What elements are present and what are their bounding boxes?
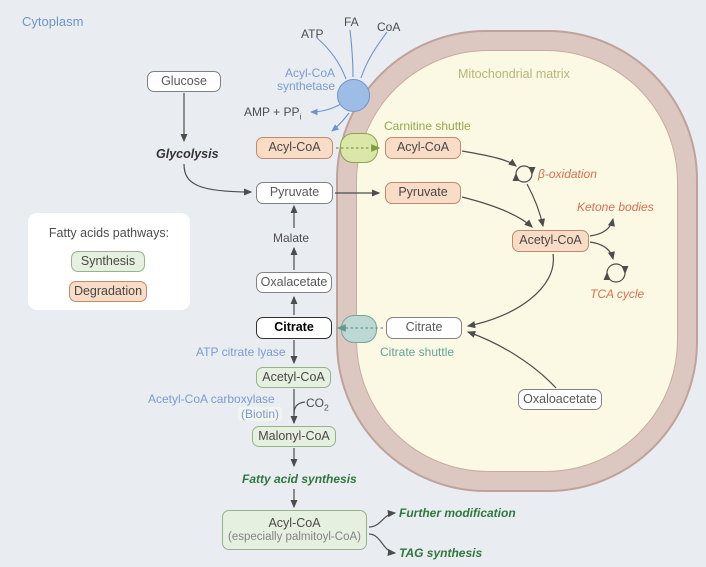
- glycolysis-label: Glycolysis: [156, 147, 219, 161]
- acyl-coa-matrix-node: Acyl-CoA: [385, 137, 461, 159]
- arrow-atp-synthetase: [316, 37, 347, 80]
- acyl-coa-product-node: Acyl-CoA (especially palmitoyl-CoA): [222, 510, 367, 550]
- cytoplasm-label: Cytoplasm: [22, 14, 84, 29]
- acyl-coa-cytoplasm-node: Acyl-CoA: [256, 137, 333, 159]
- legend-degradation-badge: Degradation: [69, 281, 147, 302]
- arrow-synthetase-acylcoa: [331, 112, 350, 132]
- arrow-glycolysis-pyruvate: [183, 163, 253, 196]
- arrow-oxaloacetate-citrate-matrix: [466, 330, 557, 389]
- atp-citrate-lyase-label: ATP citrate lyase: [196, 345, 286, 359]
- tca-cycle-label: TCA cycle: [590, 287, 645, 301]
- arrow-synthetase-amp: [309, 103, 342, 116]
- glucose-node: Glucose: [147, 71, 221, 92]
- oxalacetate-cytoplasm-node: Oxalacetate: [256, 272, 332, 293]
- mitochondrial-matrix-label: Mitochondrial matrix: [458, 67, 570, 81]
- beta-oxidation-cycle-icon: [515, 165, 536, 176]
- mitochondrial-matrix-area: [356, 50, 678, 472]
- further-modification-label: Further modification: [399, 506, 516, 520]
- citrate-shuttle-label: Citrate shuttle: [380, 345, 455, 359]
- citrate-cytoplasm-node: Citrate: [256, 317, 332, 339]
- carnitine-shuttle-label: Carnitine shuttle: [384, 119, 471, 133]
- acyl-coa-synthetase-icon: [337, 79, 370, 112]
- malonyl-coa-node: Malonyl-CoA: [252, 426, 336, 447]
- fatty-acid-synthesis-label: Fatty acid synthesis: [242, 472, 357, 486]
- atp-label: ATP: [301, 27, 324, 41]
- fa-label: FA: [344, 15, 359, 29]
- tca-cycle-icon: [606, 263, 629, 275]
- arrow-fa-synthetase: [349, 29, 354, 78]
- legend-title: Fatty acids pathways:: [48, 226, 170, 240]
- ketone-bodies-label: Ketone bodies: [577, 200, 654, 214]
- arrow-product-further: [368, 510, 397, 528]
- amp-ppi-label: AMP + PPi: [244, 105, 302, 122]
- acyl-coa-synthetase-label: Acyl-CoA synthetase: [276, 66, 335, 93]
- co2-label: CO2: [306, 396, 329, 413]
- arrow-coa-synthetase: [360, 31, 388, 79]
- acetyl-coa-carboxylase-label: Acetyl-CoA carboxylase: [148, 392, 275, 406]
- arrow-product-tag: [368, 533, 397, 556]
- arrow-betaox-acetylcoa: [526, 183, 546, 228]
- citrate-transporter-icon: [341, 315, 377, 343]
- coa-label: CoA: [377, 20, 401, 34]
- oxaloacetate-matrix-node: Oxaloacetate: [518, 389, 602, 410]
- legend-synthesis-badge: Synthesis: [71, 251, 145, 272]
- citrate-matrix-node: Citrate: [386, 317, 462, 339]
- arrow-acylcoa-betaox: [461, 150, 517, 167]
- pyruvate-cytoplasm-node: Pyruvate: [256, 182, 333, 204]
- tag-synthesis-label: TAG synthesis: [399, 546, 483, 560]
- beta-oxidation-label: β-oxidation: [538, 167, 597, 181]
- arrow-acetylcoa-tca: [589, 241, 615, 261]
- pyruvate-matrix-node: Pyruvate: [385, 182, 461, 204]
- arrow-co2-join: [293, 401, 306, 415]
- biotin-label: (Biotin): [238, 407, 283, 421]
- arrow-acetylcoa-ketone: [589, 217, 615, 237]
- arrow-pyruvate-acetylcoa: [461, 196, 533, 228]
- acetyl-coa-matrix-node: Acetyl-CoA: [512, 230, 589, 252]
- malate-label: Malate: [273, 231, 310, 245]
- acetyl-coa-cytoplasm-node: Acetyl-CoA: [256, 367, 331, 388]
- arrow-acetylcoa-citrate-matrix: [466, 253, 554, 329]
